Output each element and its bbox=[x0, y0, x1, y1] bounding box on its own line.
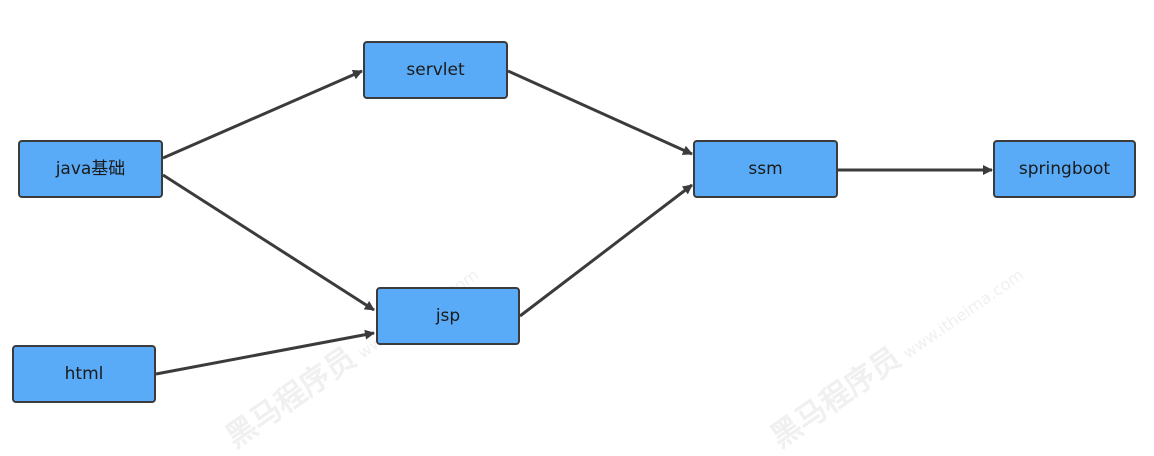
edge-servlet-to-ssm bbox=[507, 69, 693, 156]
node-label: java基础 bbox=[55, 159, 126, 179]
node-java-basics[interactable]: java基础 bbox=[18, 140, 163, 198]
node-springboot[interactable]: springboot bbox=[993, 140, 1136, 198]
node-html[interactable]: html bbox=[12, 345, 156, 403]
node-label: springboot bbox=[1018, 159, 1111, 179]
node-label: servlet bbox=[406, 60, 465, 80]
node-label: ssm bbox=[748, 159, 783, 179]
node-servlet[interactable]: servlet bbox=[363, 41, 508, 99]
node-ssm[interactable]: ssm bbox=[693, 140, 838, 198]
edge-java-to-servlet bbox=[162, 69, 363, 160]
node-label: jsp bbox=[435, 306, 461, 326]
node-label: html bbox=[64, 364, 104, 384]
edge-html-to-jsp bbox=[155, 329, 375, 376]
diagram-edges bbox=[155, 69, 993, 376]
node-jsp[interactable]: jsp bbox=[376, 287, 520, 345]
edge-jsp-to-ssm bbox=[519, 183, 693, 318]
edge-java-to-jsp bbox=[162, 173, 375, 312]
